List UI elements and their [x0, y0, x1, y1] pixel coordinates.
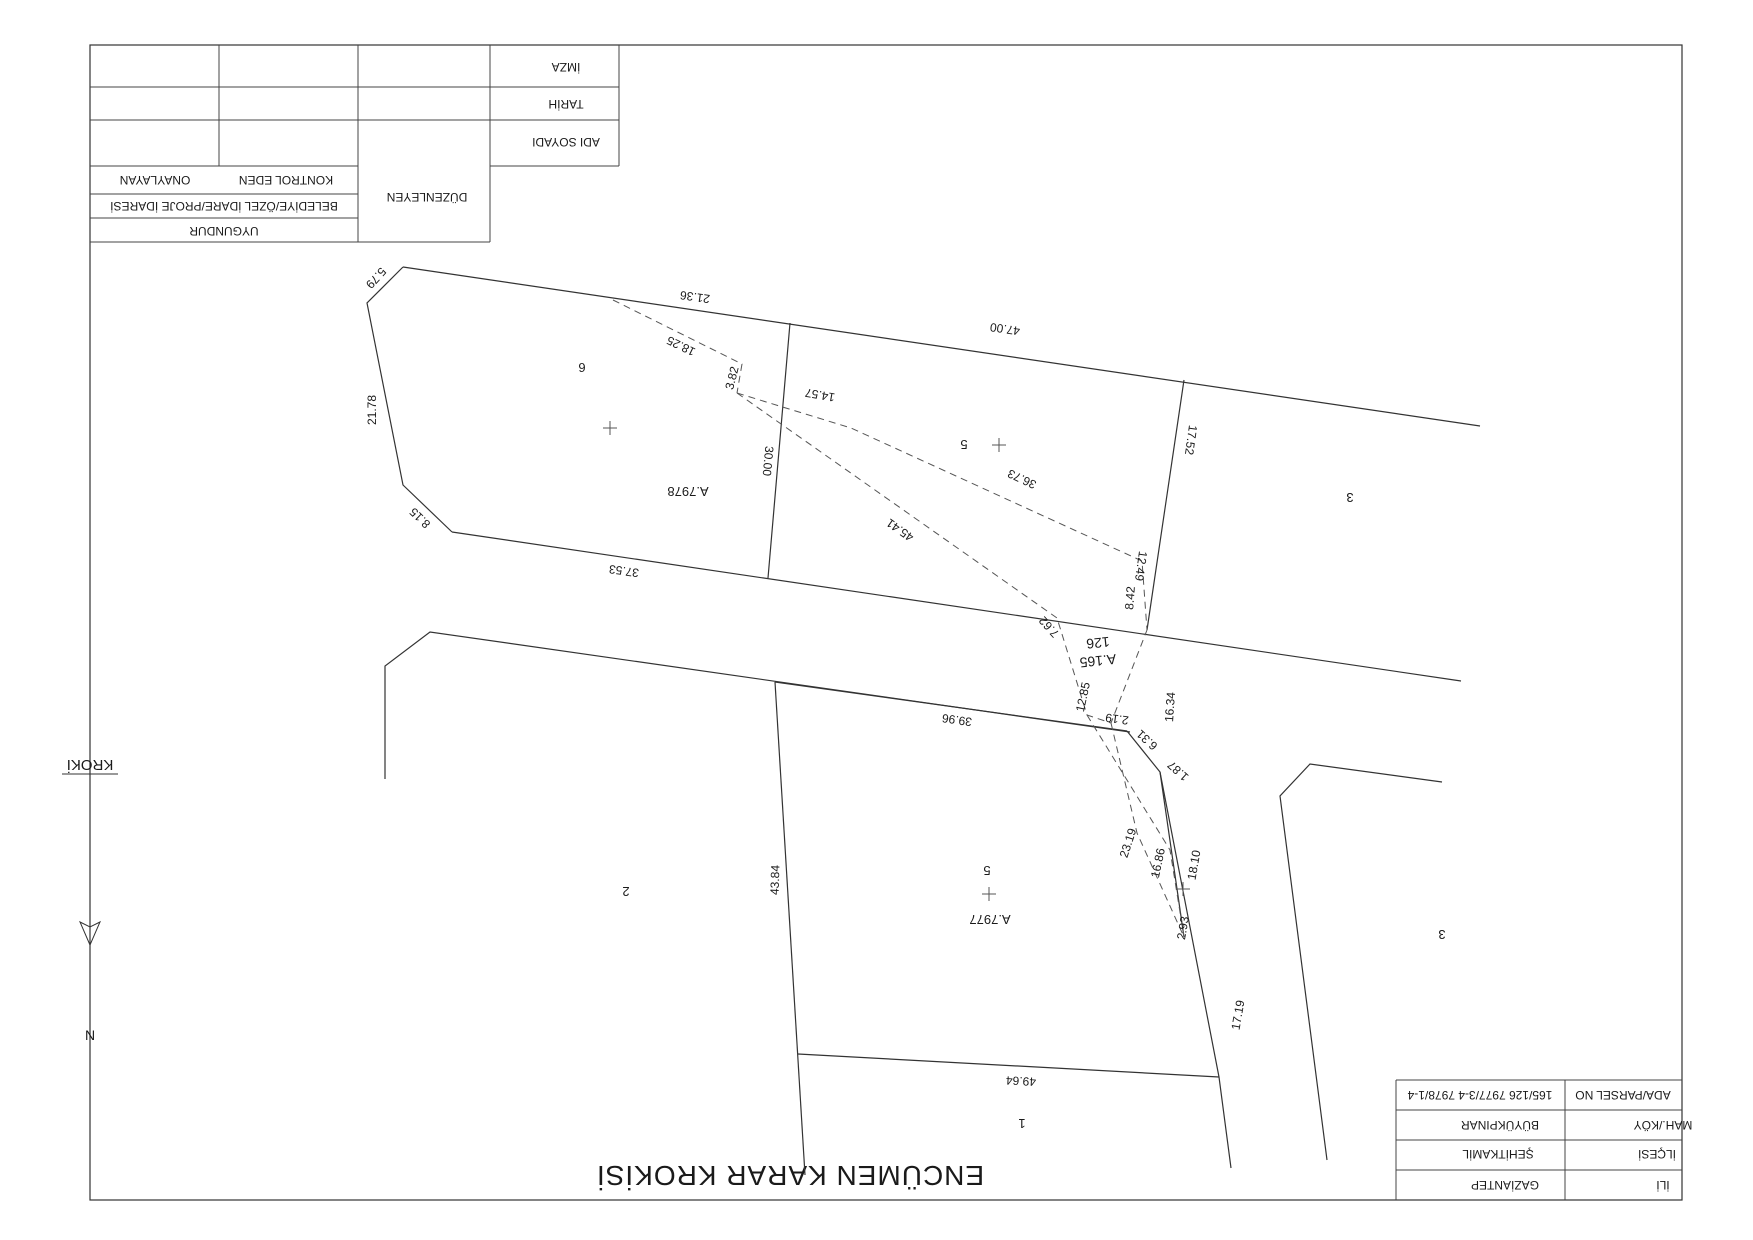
- parcel-number-1: 1: [1018, 1116, 1025, 1131]
- measure-382: 3.82: [722, 365, 741, 391]
- measure-762: 7.62: [1036, 613, 1062, 640]
- parcel-number-3-lower: 3: [1438, 927, 1445, 942]
- kontrol-eden-label: KONTROL EDEN: [239, 173, 333, 187]
- measure-219: 2.19: [1104, 710, 1129, 727]
- measure-631: 6.31: [1133, 727, 1160, 753]
- parcel-number-5-bottom: 5: [983, 863, 990, 878]
- measure-1810: 18.10: [1184, 849, 1203, 881]
- uygundur-label: UYGUNDUR: [189, 224, 259, 238]
- measure-2319: 23.19: [1117, 826, 1140, 859]
- sheet-title: ENCÜMEN KARAR KROKİSİ: [596, 1160, 984, 1191]
- measure-1285: 12.85: [1073, 681, 1093, 714]
- measure-187: 1.87: [1164, 758, 1191, 784]
- measure-1719: 17.19: [1228, 999, 1247, 1031]
- measure-4541: 45.41: [883, 515, 916, 544]
- north-arrow: [78, 808, 102, 978]
- survey-markers: [603, 421, 1190, 901]
- parcel-number-3-right: 3: [1346, 490, 1353, 505]
- ada-parsel-value: 165/126 7977/3-4 7978/1-4: [1407, 1088, 1552, 1102]
- parcel-boundaries: [366, 266, 1481, 1176]
- dashed-lines: [612, 299, 1185, 938]
- measure-4700: 47.00: [989, 320, 1021, 338]
- measure-3000: 30.00: [760, 445, 777, 476]
- imza-header: İMZA: [552, 60, 581, 74]
- measure-1752: 17.52: [1182, 424, 1200, 456]
- authority-label: BELEDİYE/ÖZEL İDARE/PROJE İDARESİ: [110, 199, 338, 213]
- measure-842: 8.42: [1122, 586, 1138, 611]
- onaylayan-label: ONAYLAYAN: [120, 173, 191, 187]
- measure-4964: 49.64: [1005, 1073, 1036, 1089]
- measure-3996: 39.96: [941, 711, 973, 729]
- info-table: [1395, 1079, 1682, 1200]
- measure-1634: 16.34: [1162, 691, 1178, 722]
- block-label-a7977: A.7977: [969, 912, 1010, 927]
- mah-koy-value: BÜYÜKPINAR: [1461, 1118, 1539, 1132]
- measure-579: 5.79: [363, 265, 389, 292]
- ili-value: GAZİANTEP: [1471, 1178, 1539, 1192]
- adi-soyadi-header: ADI SOYADI: [532, 135, 600, 149]
- block-label-a7978: A.7978: [667, 484, 708, 499]
- measure-2136: 21.36: [679, 288, 711, 306]
- measure-293: 2.93: [1174, 915, 1192, 941]
- measure-1249: 12.49: [1132, 550, 1150, 582]
- kroki-label: KROKİ: [67, 756, 114, 774]
- mah-koy-label: MAH./KÖY: [1634, 1118, 1693, 1132]
- measure-1686: 16.86: [1148, 847, 1168, 880]
- measure-1457: 14.57: [804, 385, 836, 404]
- ada-parsel-label: ADA/PARSEL NO: [1575, 1088, 1670, 1102]
- measure-2178: 21.78: [365, 395, 379, 425]
- parcel-number-2: 2: [622, 884, 629, 899]
- measure-4384: 43.84: [767, 864, 782, 895]
- ilcesi-label: İLÇESİ: [1638, 1147, 1676, 1161]
- parcel-number-5-top: 5: [960, 437, 967, 452]
- ili-label: İLİ: [1656, 1178, 1669, 1192]
- measure-3753: 37.53: [608, 562, 640, 580]
- parcel-number-6: 6: [578, 360, 585, 375]
- duzenleyen-label: DÜZENLEYEN: [387, 190, 468, 204]
- block-label-a165: A.165: [1079, 651, 1117, 671]
- measure-1825: 18.25: [664, 333, 697, 359]
- tarih-header: TARİH: [548, 97, 583, 111]
- measure-3673: 36.73: [1005, 466, 1038, 492]
- sheet-frame: [89, 44, 1683, 1201]
- approval-table: [90, 45, 620, 243]
- ilcesi-value: ŞEHİTKAMİL: [1462, 1147, 1534, 1161]
- north-letter: N: [85, 1027, 95, 1043]
- parcel-number-126: 126: [1085, 634, 1110, 652]
- measure-815: 8.15: [407, 505, 434, 532]
